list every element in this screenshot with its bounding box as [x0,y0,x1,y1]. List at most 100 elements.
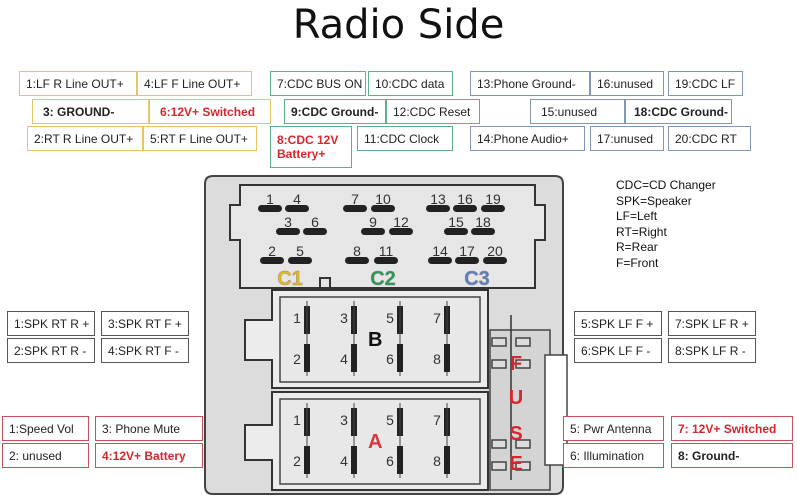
pin-label-c1-4: 4:LF F Line OUT+ [137,71,252,96]
pin-label-a-5: 5: Pwr Antenna [563,416,664,441]
c-pin-number: 13 [430,191,446,207]
pin-label-c2-7: 7:CDC BUS ON [270,71,366,96]
c-pin-number: 5 [296,243,304,259]
block-b-pin-number: 4 [340,351,348,367]
block-b-pin-contact [351,344,357,372]
c-pin-number: 17 [459,243,475,259]
c-pin-contact [276,228,300,235]
c-pin-number: 1 [266,191,274,207]
legend-item: CDC=CD Changer [616,178,716,192]
c-pin-number: 19 [485,191,501,207]
pin-label-c1-5: 5:RT F Line OUT+ [143,126,257,151]
block-b-pin-number: 1 [293,310,301,326]
c-pin-number: 3 [284,214,292,230]
pin-label-c3-13: 13:Phone Ground- [470,71,590,96]
legend-item: LF=Left [616,209,658,223]
fuse-letter: E [509,453,522,475]
pin-label-b-3: 3:SPK RT F + [101,311,189,336]
c-pin-contact [345,257,369,264]
pin-label-c3-18: 18:CDC Ground- [625,99,732,124]
c-pin-contact [428,257,452,264]
block-a-pin-number: 1 [293,412,301,428]
c-pin-contact [453,205,477,212]
block-b-pin-number: 5 [386,310,394,326]
block-b-pin-contact [444,344,450,372]
pin-label-c1-1: 1:LF R Line OUT+ [19,71,137,96]
block-a-pin-number: 5 [386,412,394,428]
c-pin-contact [455,257,479,264]
c-pin-number: 2 [268,243,276,259]
block-b-pin-contact [304,344,310,372]
pin-label-c2-12: 12:CDC Reset [386,99,480,124]
pin-label-a-8: 8: Ground- [671,443,793,468]
c-pin-contact [260,257,284,264]
fuse-letter: S [509,423,522,445]
pin-label-a-4: 4:12V+ Battery [95,443,203,468]
block-a-pin-contact [397,446,403,474]
block-a-pin-number: 3 [340,412,348,428]
c-pin-contact [426,205,450,212]
block-b-pin-number: 6 [386,351,394,367]
abbreviation-legend: CDC=CD Changer SPK=Speaker LF=Left RT=Ri… [616,178,716,271]
c-pin-number: 18 [475,214,491,230]
block-a-pin-number: 7 [433,412,441,428]
c-group-label: C2 [370,268,396,290]
c-pin-number: 6 [311,214,319,230]
pin-label-c3-16: 16:unused [590,71,664,96]
c-pin-number: 12 [393,214,409,230]
legend-item: F=Front [616,255,659,270]
c-pin-contact [471,228,495,235]
c-pin-number: 8 [353,243,361,259]
pin-label-c3-20: 20:CDC RT [668,126,751,151]
pin-label-c3-17: 17:unused [590,126,664,151]
pin-label-c1-2: 2:RT R Line OUT+ [27,126,143,151]
block-b-pin-number: 7 [433,310,441,326]
block-a-pin-number: 6 [386,453,394,469]
pin-label-c3-15: 15:unused [530,99,625,124]
c-pin-contact [371,205,395,212]
block-a-pin-contact [444,446,450,474]
c-pin-number: 15 [448,214,464,230]
fuse-letter: U [509,387,523,409]
block-a-pin-contact [351,446,357,474]
c-pin-contact [258,205,282,212]
c-pin-number: 10 [375,191,391,207]
legend-item: RT=Right [616,224,667,239]
c-block-key [319,277,331,289]
block-b-pin-number: 8 [433,351,441,367]
fuse-notch [544,354,568,466]
page-title: Radio Side [292,2,505,48]
c-group-label: C1 [277,268,303,290]
block-b-pin-contact [397,344,403,372]
pin-label-c2-9: 9:CDC Ground- [284,99,386,124]
pin-label-b-1: 1:SPK RT R + [7,311,95,336]
pin-label-b-4: 4:SPK RT F - [101,338,189,363]
pin-label-a-6: 6: Illumination [563,443,664,468]
c-pin-contact [303,228,327,235]
pin-label-c2-11: 11:CDC Clock [357,126,453,151]
c-pin-contact [483,257,507,264]
c-pin-number: 9 [369,214,377,230]
pin-label-c2-8: 8:CDC 12V Battery+ [270,126,352,168]
block-a-pin-number: 4 [340,453,348,469]
pin-label-a-1: 1:Speed Vol [2,416,89,441]
c-pin-number: 4 [293,191,301,207]
c-pin-contact [288,257,312,264]
c-pin-contact [285,205,309,212]
c-group-label: C3 [464,268,490,290]
pin-label-a-2: 2: unused [2,443,89,468]
c-pin-number: 20 [487,243,503,259]
block-a-pin-number: 8 [433,453,441,469]
pin-label-b-8: 8:SPK LF R - [668,338,756,363]
pin-label-b-6: 6:SPK LF F - [574,338,662,363]
pin-label-b-7: 7:SPK LF R + [668,311,756,336]
fuse-letter: F [510,353,522,375]
pin-label-c3-14: 14:Phone Audio+ [470,126,585,151]
pin-label-b-2: 2:SPK RT R - [7,338,95,363]
c-pin-number: 7 [351,191,359,207]
block-b-pin-number: 3 [340,310,348,326]
pin-label-c1-3: 3: GROUND- [32,99,149,124]
c-pin-number: 14 [432,243,448,259]
c-pin-contact [444,228,468,235]
block-a-label: A [368,431,382,453]
